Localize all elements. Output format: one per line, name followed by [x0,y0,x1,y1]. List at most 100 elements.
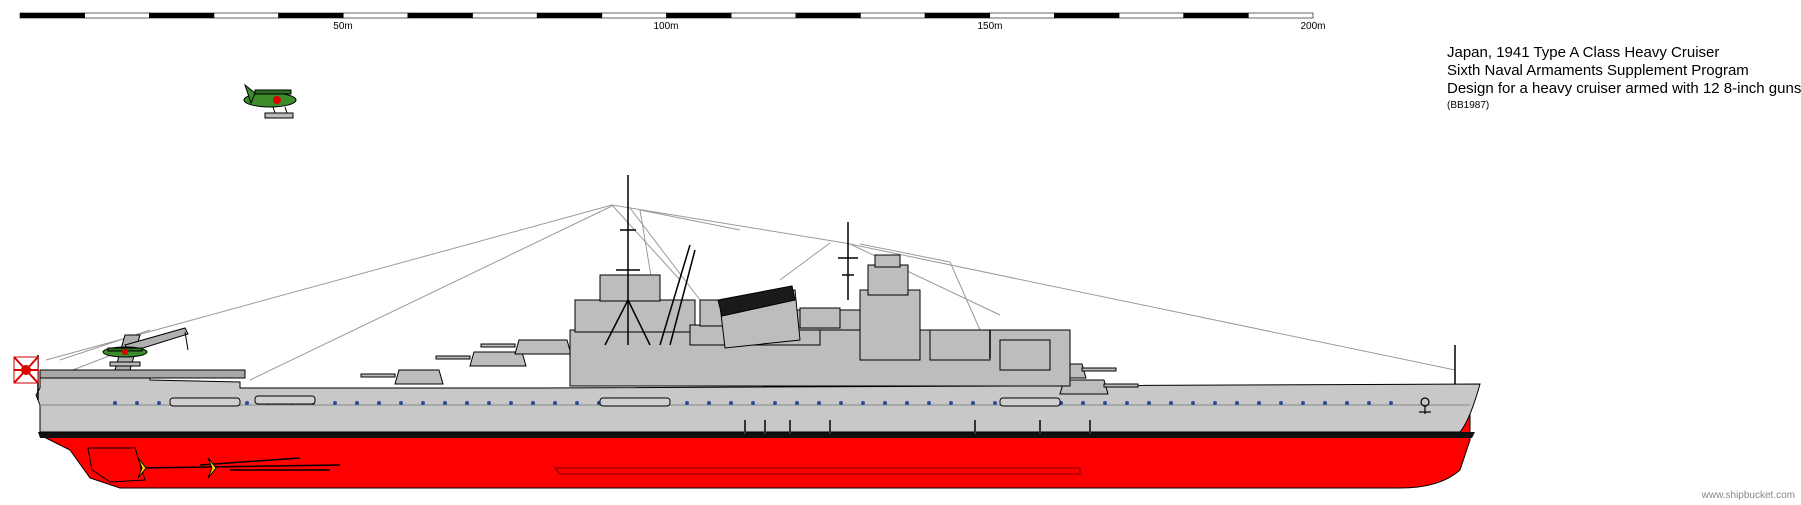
porthole [157,401,161,405]
scale-segment [149,12,215,19]
porthole [707,401,711,405]
boat-crane [659,244,696,346]
porthole [377,401,381,405]
porthole [905,401,909,405]
porthole [333,401,337,405]
scale-segment [213,12,279,19]
porthole [1103,401,1107,405]
title-line-3: Design for a heavy cruiser armed with 12… [1447,80,1801,97]
scale-segment [989,12,1055,19]
scale-label-200m: 200m [1300,21,1326,32]
boat-4 [999,397,1061,407]
scale-segment [730,12,797,19]
gun-barrel [1011,353,1047,358]
porthole [135,401,139,405]
porthole [487,401,491,405]
main-turret [1029,363,1087,379]
porthole [1367,401,1371,405]
hull-underwater [39,394,1471,489]
porthole [685,401,689,405]
porthole [1257,401,1261,405]
porthole [1213,401,1217,405]
porthole [1015,401,1019,405]
gun-barrel [360,373,396,378]
porthole [663,401,667,405]
porthole [949,401,953,405]
rudder [87,447,146,483]
superstructure [569,254,1071,387]
scale-segment [472,12,538,19]
scale-segment [601,12,667,19]
gun-barrel [1103,383,1139,388]
funnel [717,285,841,349]
porthole [795,401,799,405]
porthole [1389,401,1393,405]
scale-segment [342,12,409,19]
author-credit: (BB1987) [1447,100,1490,111]
title-block: Japan, 1941 Type A Class Heavy Cruiser S… [1447,44,1801,114]
porthole [355,401,359,405]
porthole [1169,401,1173,405]
porthole [927,401,931,405]
aircraft-crane [114,327,189,371]
porthole [641,401,645,405]
porthole [267,401,271,405]
gun-barrel [435,355,471,360]
aircraft-deck [39,369,246,379]
main-turret [514,339,572,355]
porthole [1323,401,1327,405]
main-turret [1059,379,1109,395]
scale-segment [860,12,926,19]
rigging-lines [45,204,1456,381]
scale-label-50m: 50m [333,21,353,32]
floatplane-icon [102,346,148,367]
porthole [179,401,183,405]
scale-segment [278,12,344,19]
scale-segment [666,12,732,19]
scale-segment [1118,12,1185,19]
porthole [289,401,293,405]
boat-3 [599,397,671,407]
porthole [575,401,579,405]
porthole [553,401,557,405]
title-line-1: Japan, 1941 Type A Class Heavy Cruiser [1447,44,1720,61]
gun-barrel [480,343,516,348]
main-turrets [360,339,1139,395]
scale-segment [536,12,603,19]
porthole [619,401,623,405]
porthole [1059,401,1063,405]
porthole [311,401,315,405]
scale-segment [1183,12,1249,19]
porthole [223,401,227,405]
porthole [1279,401,1283,405]
porthole [883,401,887,405]
porthole [399,401,403,405]
porthole [1301,401,1305,405]
porthole [971,401,975,405]
title-line-2: Sixth Naval Armaments Supplement Program [1447,62,1749,79]
main-turret [394,369,444,385]
scale-segment [924,12,991,19]
porthole [1125,401,1129,405]
floatplane-icon [243,83,297,119]
porthole [993,401,997,405]
porthole [465,401,469,405]
foremast [838,222,858,300]
porthole [861,401,865,405]
porthole [1081,401,1085,405]
hull-upper [35,371,1481,433]
porthole [817,401,821,405]
gun-barrel [1081,367,1117,372]
rising-sun-flag-icon [13,355,39,400]
boat-1 [169,397,241,407]
bilge-keel [553,467,1081,475]
anchor-icon [1419,397,1431,414]
porthole [1147,401,1151,405]
boot-topping [38,432,1475,438]
main-turret [469,351,527,367]
scale-segment [1054,12,1120,19]
porthole [751,401,755,405]
scale-label-100m: 100m [653,21,679,32]
porthole [597,401,601,405]
porthole [729,401,733,405]
